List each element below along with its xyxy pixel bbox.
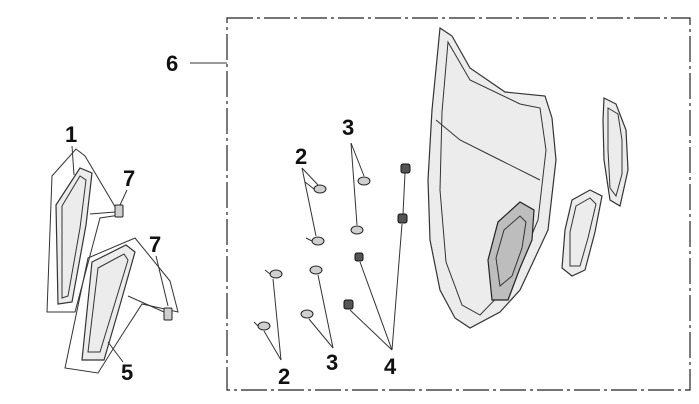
callout-3-top: 3 bbox=[342, 115, 354, 140]
callout-7-top: 7 bbox=[123, 166, 135, 191]
callout-6: 6 bbox=[166, 51, 178, 76]
clip-part-3-c bbox=[309, 265, 323, 275]
leader-2-bottom-a bbox=[272, 278, 282, 361]
assembly-frame bbox=[226, 17, 691, 391]
callout-3-bottom: 3 bbox=[326, 350, 338, 375]
group-outline-5 bbox=[64, 237, 179, 374]
right-panel-small-inner bbox=[607, 107, 623, 198]
callout-4: 4 bbox=[384, 354, 397, 379]
nut-part-4-c bbox=[354, 252, 364, 262]
callout-2-bottom: 2 bbox=[278, 364, 290, 389]
lower-cover-inner-5 bbox=[87, 253, 129, 353]
clip-part-3-b bbox=[350, 225, 364, 235]
clip-part-3-a bbox=[357, 176, 371, 186]
group-outline-1 bbox=[46, 148, 121, 313]
leader-4-a bbox=[391, 223, 403, 351]
right-panel-large-inner bbox=[569, 197, 597, 267]
leader-7-bottom bbox=[155, 255, 169, 307]
callout-5: 5 bbox=[121, 360, 133, 385]
leader-1 bbox=[71, 145, 75, 176]
leader-2-bottom-b bbox=[263, 330, 282, 361]
leader-7-top bbox=[119, 189, 128, 206]
clip-part-7-upper bbox=[89, 204, 124, 218]
screw-part-2-c bbox=[264, 269, 283, 279]
leader-4-b bbox=[359, 261, 393, 351]
side-cover-part-1 bbox=[55, 167, 93, 305]
side-cover-inner-1 bbox=[61, 175, 87, 299]
leader-5 bbox=[107, 341, 124, 363]
callout-7-bottom: 7 bbox=[149, 232, 161, 257]
nut-part-4-a bbox=[400, 163, 411, 215]
screw-part-2-d bbox=[253, 321, 271, 331]
shield-bracket bbox=[487, 201, 535, 301]
callout-1: 1 bbox=[65, 122, 77, 147]
screw-part-2-a bbox=[304, 181, 327, 194]
leader-3-bottom-b bbox=[308, 318, 334, 349]
shield-bracket-detail bbox=[495, 215, 527, 287]
right-panel-small bbox=[602, 97, 629, 207]
leader-3-top-b bbox=[350, 142, 358, 226]
nut-part-4-d bbox=[343, 299, 354, 310]
front-shield-edge bbox=[435, 119, 541, 181]
right-panel-large bbox=[561, 189, 603, 277]
callout-2-top: 2 bbox=[295, 144, 307, 169]
clip-part-7-lower bbox=[127, 295, 173, 321]
screw-part-2-b bbox=[305, 236, 325, 246]
leader-2-top-a bbox=[301, 167, 319, 186]
lower-cover-part-5 bbox=[81, 244, 136, 361]
leader-3-top-a bbox=[350, 142, 365, 177]
leader-3-bottom-a bbox=[317, 274, 334, 349]
nut-part-4-b bbox=[397, 213, 408, 224]
leader-2-top-b bbox=[301, 167, 317, 237]
leader-4-c bbox=[349, 309, 393, 351]
clip-part-3-d bbox=[300, 309, 314, 319]
